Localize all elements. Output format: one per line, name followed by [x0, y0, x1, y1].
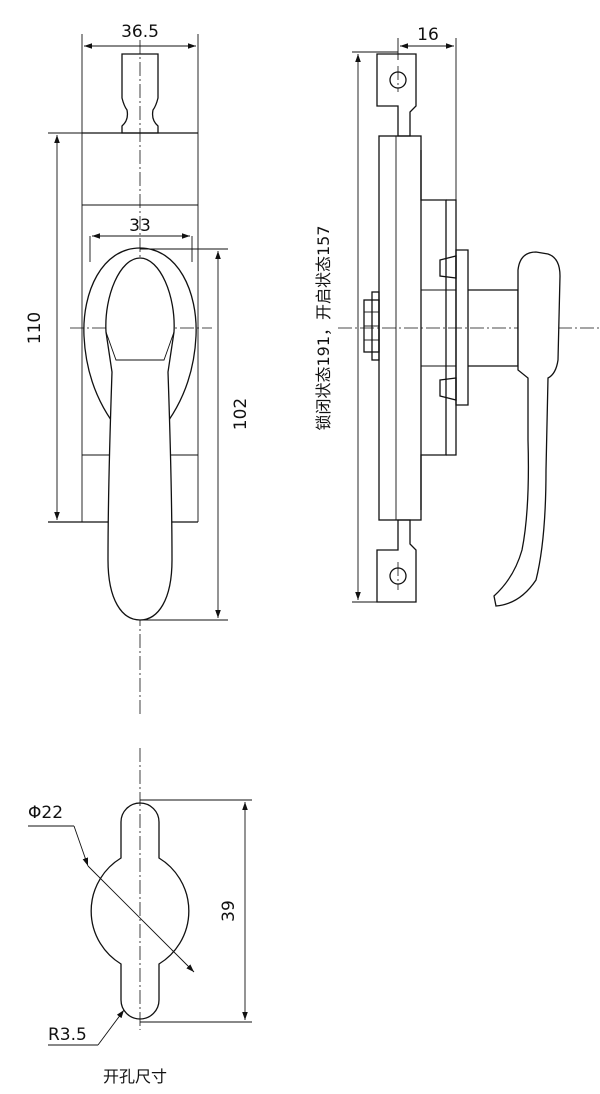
- front-bezel: [455, 249, 469, 406]
- bracket-bottom: [376, 519, 417, 603]
- state-note: 锁闭状态191，开启状态157: [314, 225, 333, 430]
- bezel-clip-bottom: [439, 377, 457, 401]
- bracket-top: [376, 53, 417, 137]
- bezel-clip-top: [439, 255, 457, 279]
- dim-side-depth: 16: [417, 25, 439, 45]
- dim-handle-length: 102: [231, 398, 251, 430]
- front-view: 36.5 33 110 102: [25, 22, 251, 715]
- dim-cutout-radius: R3.5: [48, 1025, 87, 1045]
- latch-tongue: [121, 53, 159, 134]
- dim-overall-height: 110: [25, 312, 45, 344]
- rear-washer: [371, 291, 380, 361]
- body-step: [420, 150, 447, 510]
- radius-leader: [97, 1009, 125, 1046]
- dim-cutout-diameter: Φ22: [28, 803, 63, 823]
- cutout-outline: [90, 802, 190, 1020]
- side-handle: [493, 251, 561, 607]
- cutout-view: Φ22 39 R3.5 开孔尺寸: [28, 748, 252, 1086]
- dia-leader: [73, 825, 89, 867]
- side-view: 16 锁闭状态191，开启状态157: [314, 25, 600, 607]
- dim-handle-width: 33: [129, 216, 151, 236]
- handle-lever: [105, 257, 175, 621]
- dia-line: [87, 865, 195, 973]
- dim-cutout-height: 39: [219, 900, 239, 922]
- dim-top-width: 36.5: [121, 22, 159, 42]
- body-flange: [446, 199, 457, 456]
- cutout-caption: 开孔尺寸: [103, 1067, 167, 1086]
- handle-facet: [105, 331, 175, 361]
